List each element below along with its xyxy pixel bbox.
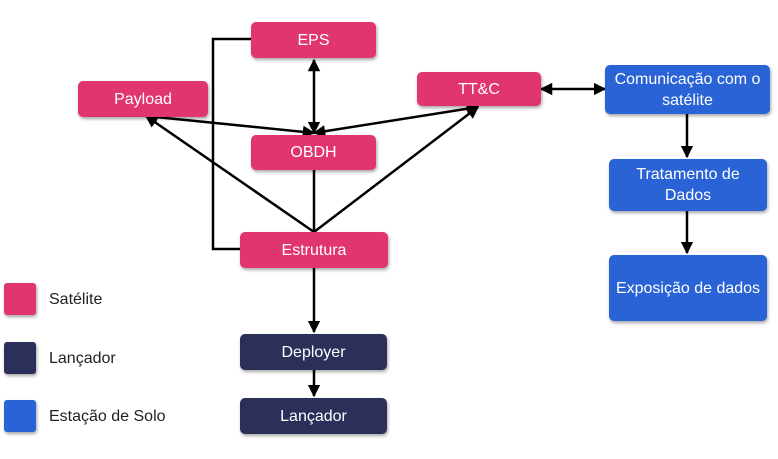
node-ttc: TT&C	[417, 72, 541, 106]
legend-swatch-lancador	[4, 342, 36, 374]
node-tratamento: Tratamento de Dados	[609, 159, 767, 211]
node-payload: Payload	[78, 81, 208, 117]
legend-label-satelite: Satélite	[49, 291, 103, 308]
node-comunicacao: Comunicação com o satélite	[605, 65, 770, 114]
arrow-estrutura-payload	[144, 114, 315, 234]
legend-label-lancador: Lançador	[49, 350, 116, 367]
arrow-estrutura-ttc	[313, 106, 479, 233]
line-estrutura-eps	[211, 37, 251, 251]
node-eps: EPS	[251, 22, 376, 58]
arrow-payload-obdh	[144, 110, 316, 139]
node-lancador: Lançador	[240, 398, 387, 434]
node-obdh: OBDH	[251, 135, 376, 170]
legend-label-estacao: Estação de Solo	[49, 408, 166, 425]
legend-swatch-satelite	[4, 283, 36, 315]
node-exposicao: Exposição de dados	[609, 255, 767, 321]
legend-swatch-estacao	[4, 400, 36, 432]
arrow-ttc-obdh	[312, 102, 480, 138]
node-estrutura: Estrutura	[240, 232, 388, 268]
node-deployer: Deployer	[240, 334, 387, 370]
